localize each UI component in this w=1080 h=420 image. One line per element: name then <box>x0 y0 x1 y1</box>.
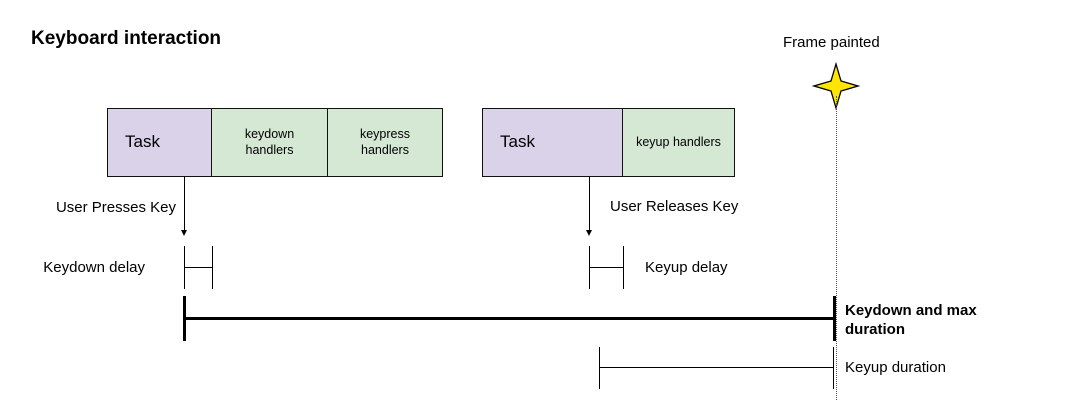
user-releases-key-connector <box>589 177 591 231</box>
keyup-delay-label: Keyup delay <box>645 259 728 276</box>
keyup-handlers-segment: keyup handlers <box>622 108 735 177</box>
keydown-delay-span <box>184 267 213 269</box>
task-segment-1: Task <box>107 108 212 177</box>
keydown-max-duration-label-line1: Keydown and max <box>845 302 977 319</box>
user-releases-key-arrowhead <box>586 230 592 236</box>
user-presses-key-arrowhead <box>181 230 187 236</box>
keyup-delay-end-tick <box>623 246 625 289</box>
keyup-duration-label: Keyup duration <box>845 359 946 376</box>
page-title: Keyboard interaction <box>31 28 222 49</box>
keyup-task-group: Task keyup handlers <box>482 108 735 177</box>
keydown-handlers-label: keydown handlers <box>245 127 294 158</box>
keydown-delay-end-tick <box>212 246 214 289</box>
keydown-handlers-label-line1: keydown <box>244 127 295 142</box>
keypress-handlers-label: keypress handlers <box>360 127 410 158</box>
keydown-task-group: Task keydown handlers keypress handlers <box>107 108 443 177</box>
keydown-max-duration-span <box>183 317 835 320</box>
keypress-handlers-segment: keypress handlers <box>327 108 443 177</box>
keydown-max-duration-label: Keydown and max duration <box>845 301 1035 339</box>
keyup-duration-end-tick <box>833 347 835 389</box>
keypress-handlers-label-line1: keypress <box>359 127 411 142</box>
frame-painted-guideline <box>836 96 837 400</box>
keyup-handlers-label: keyup handlers <box>636 134 721 149</box>
task-segment-2-label: Task <box>500 132 535 152</box>
user-presses-key-label: User Presses Key <box>55 199 176 216</box>
frame-painted-label: Frame painted <box>783 34 880 51</box>
user-presses-key-connector <box>184 177 186 231</box>
keydown-max-duration-label-line2: duration <box>845 321 905 339</box>
keydown-max-duration-end-tick <box>833 296 836 341</box>
keyup-delay-span <box>589 267 624 269</box>
task-segment-1-label: Task <box>125 132 160 152</box>
keyup-duration-span <box>599 367 834 369</box>
user-releases-key-label: User Releases Key <box>610 198 739 215</box>
keydown-delay-label: Keydown delay <box>43 259 145 276</box>
task-segment-2: Task <box>482 108 623 177</box>
keypress-handlers-label-line2: handlers <box>361 142 409 157</box>
keydown-handlers-segment: keydown handlers <box>211 108 328 177</box>
keydown-handlers-label-line2: handlers <box>245 142 294 157</box>
